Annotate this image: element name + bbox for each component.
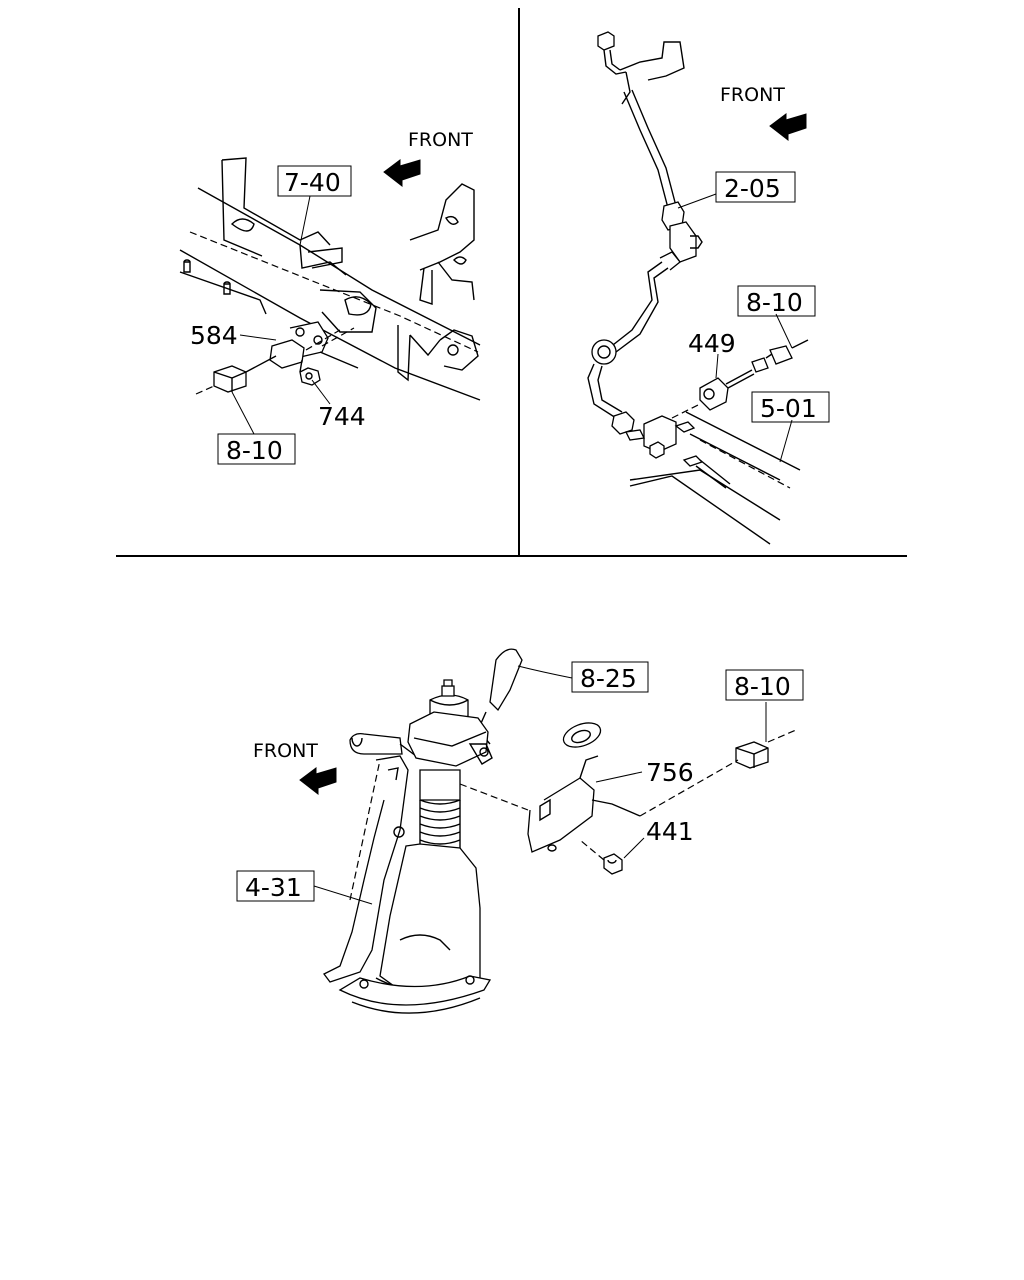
callout-441: 441 [646, 817, 694, 846]
front-indicator-bottom: FRONT [253, 740, 337, 796]
ref-box-5-01-label: 5-01 [760, 394, 817, 423]
front-label: FRONT [720, 84, 785, 106]
panel-bottom: 756 441 8-25 8-10 4-31 FRONT [236, 648, 804, 1014]
ref-box-8-10-label: 8-10 [226, 436, 283, 465]
panel-dividers [116, 8, 907, 557]
panel-top-left: 584 744 7-40 8-10 FRONT [179, 129, 481, 465]
front-indicator-top-right: FRONT [720, 84, 807, 142]
ref-box-8-25: 8-25 [571, 661, 649, 693]
ref-box-7-40-label: 7-40 [284, 168, 341, 197]
ref-box-8-10-top-right: 8-10 [737, 285, 816, 317]
callout-leaders-bottom [313, 665, 767, 905]
frame-rail-drawing [179, 157, 481, 401]
hose-assembly-drawing [587, 31, 809, 545]
front-indicator-top-left: FRONT [383, 129, 473, 188]
front-label: FRONT [408, 129, 473, 151]
ref-box-4-31: 4-31 [236, 870, 315, 902]
callout-756: 756 [646, 758, 694, 787]
ref-box-8-10-label: 8-10 [746, 288, 803, 317]
ref-box-8-10-label: 8-10 [734, 672, 791, 701]
callout-leaders-top-right [677, 193, 793, 463]
ref-box-8-10-top-left: 8-10 [217, 433, 296, 465]
callout-leaders-top-left [231, 195, 331, 435]
callout-744: 744 [318, 402, 366, 431]
steering-column-drawing [323, 648, 797, 1014]
callout-584: 584 [190, 321, 238, 350]
ref-box-5-01: 5-01 [751, 391, 830, 423]
panel-top-right: 449 2-05 8-10 5-01 FRONT [587, 31, 830, 545]
ref-box-7-40: 7-40 [277, 165, 352, 197]
front-arrow-icon [769, 113, 807, 142]
front-arrow-icon [383, 159, 421, 188]
ref-box-4-31-label: 4-31 [245, 873, 302, 902]
ref-box-8-25-label: 8-25 [580, 664, 637, 693]
ref-box-2-05-label: 2-05 [724, 174, 781, 203]
front-label: FRONT [253, 740, 318, 762]
front-arrow-icon [299, 767, 337, 796]
ref-box-2-05: 2-05 [715, 171, 796, 203]
ref-box-8-10-bottom: 8-10 [725, 669, 804, 701]
callout-449: 449 [688, 329, 736, 358]
